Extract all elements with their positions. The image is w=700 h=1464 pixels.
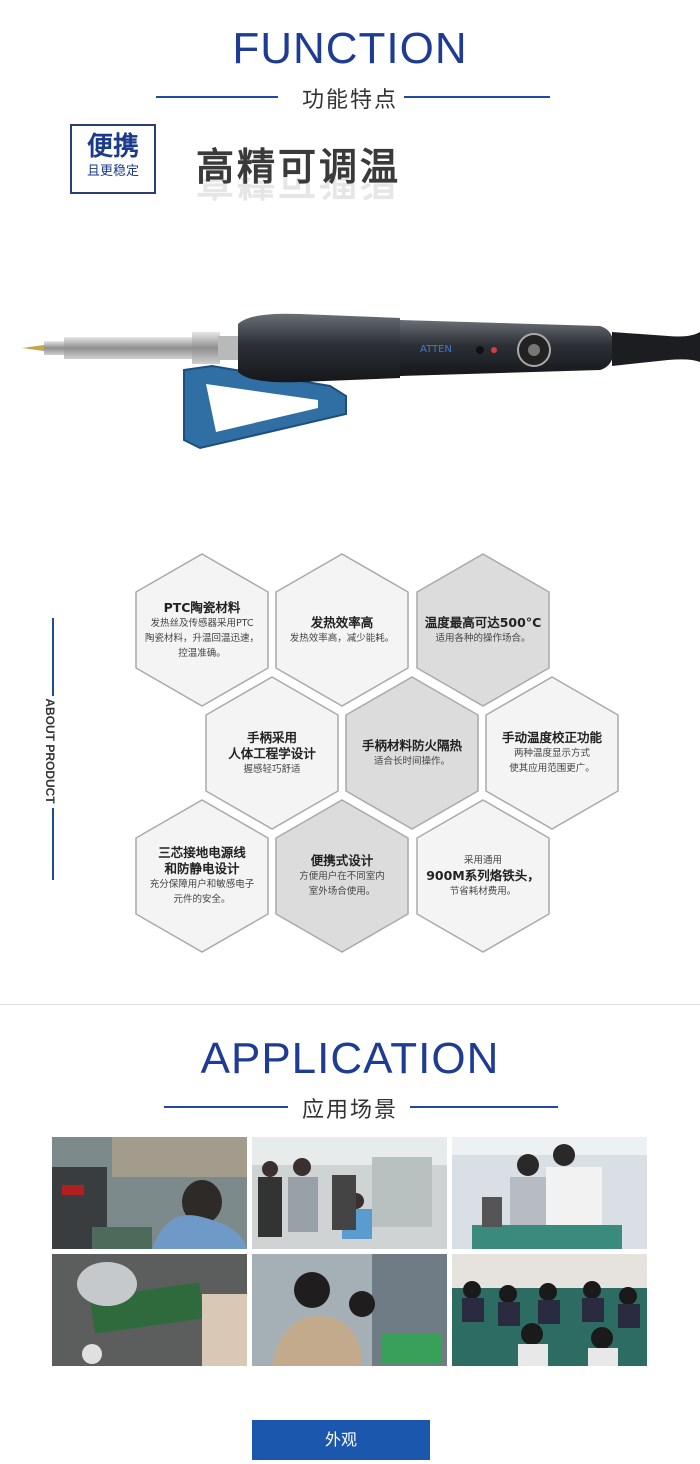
feature-description: 适用各种的操作场合。 [435,632,531,644]
application-subtitle: 应用场景 [301,1098,398,1123]
feature-hexagon: 温度最高可达500°C 适用各种的操作场合。 [415,552,551,708]
hexagon-shape [485,676,619,830]
hexagon-shape [345,676,479,830]
feature-description: 使其应用范围更广。 [509,763,595,774]
feature-title: 900M系列烙铁头， [426,868,540,883]
application-photo [52,1137,247,1249]
feature-description: 两种温度显示方式 [513,748,590,759]
feature-content: 手柄材料防火隔热适合长时间操作。 [346,675,478,831]
hexagon-shape [205,676,339,830]
iron-brand: ATTEN [420,344,452,355]
feature-content: 采用通用 900M系列烙铁头， 节省耗材费用。 [417,798,549,954]
feature-title: 便携式设计 [310,853,374,868]
feature-description: 元件的安全。 [173,894,231,905]
feature-hexagon: 手柄材料防火隔热适合长时间操作。 [344,675,480,831]
feature-description: 方便用户在不同室内 [299,871,385,882]
hexagon-shape [135,553,269,707]
feature-title: 手柄材料防火隔热 [361,737,462,753]
feature-hexagon: 三芯接地电源线 和防静电设计充分保障用户和敏感电子元件的安全。 [134,798,270,954]
feature-title: 发热效率高 [310,614,374,630]
appearance-button[interactable]: 外观 [252,1420,430,1460]
feature-description: 陶瓷材料，升温回温迅速， [144,632,259,644]
badge-sub: 且更稳定 [86,164,139,179]
function-title: FUNCTION [232,24,468,73]
feature-description: 握感轻巧舒适 [243,763,301,775]
feature-content: 手动温度校正功能两种温度显示方式使其应用范围更广。 [486,675,618,831]
feature-hexagon: 发热效率高发热效率高，减少能耗。 [274,552,410,708]
application-photo [452,1254,647,1366]
feature-hexagon: 手动温度校正功能两种温度显示方式使其应用范围更广。 [484,675,620,831]
feature-content: 温度最高可达500°C 适用各种的操作场合。 [417,552,549,708]
hexagon-shape [275,799,409,953]
headline: 高精可调温 [196,145,402,189]
feature-content: 三芯接地电源线 和防静电设计充分保障用户和敏感电子元件的安全。 [136,798,268,954]
application-photo [252,1137,447,1249]
feature-title: PTC陶瓷材料 [163,599,241,615]
feature-title: 三芯接地电源线 和防静电设计 [158,845,246,876]
divider-line [156,96,278,98]
application-subtitle-row: 应用场景 [0,1092,700,1123]
divider-line [410,1106,558,1108]
hexagon-shape [416,553,550,707]
feature-title: 手动温度校正功能 [501,730,602,745]
portable-badge: 便携 且更稳定 [70,124,156,194]
section-divider [0,1004,700,1005]
about-line-top [52,618,54,696]
feature-title: 温度最高可达500°C [424,614,542,630]
badge-main: 便携 [86,132,139,162]
hexagon-shape [135,799,269,953]
divider-line [404,96,550,98]
feature-content: PTC陶瓷材料发热丝及传感器采用PTC 陶瓷材料，升温回温迅速， 控温准确。 [136,552,268,708]
feature-title: 手柄采用 人体工程学设计 [228,729,316,761]
feature-description: 充分保障用户和敏感电子 [149,879,255,890]
feature-description: 发热丝及传感器采用PTC [150,617,254,629]
feature-content: 便携式设计方便用户在不同室内室外场合使用。 [276,798,408,954]
application-title: APPLICATION [200,1034,500,1083]
soldering-iron-image: ATTEN [22,313,700,450]
feature-description: 适合长时间操作。 [373,755,450,767]
feature-content: 发热效率高发热效率高，减少能耗。 [276,552,408,708]
feature-description: 室外场合使用。 [308,886,376,897]
feature-hexagon: 采用通用 900M系列烙铁头， 节省耗材费用。 [415,798,551,954]
function-subtitle-row: 功能特点 [0,82,700,113]
feature-description: 节省耗材费用。 [449,886,517,897]
feature-hexagon: 便携式设计方便用户在不同室内室外场合使用。 [274,798,410,954]
about-line-bottom [52,808,54,880]
headline-reflection: 高精可调温 [196,178,402,203]
application-photo [52,1254,247,1366]
hexagon-shape [416,799,550,953]
application-photo [452,1137,647,1249]
application-photo [252,1254,447,1366]
feature-hexagon: 手柄采用 人体工程学设计握感轻巧舒适 [204,675,340,831]
feature-pre-text: 采用通用 [463,855,502,866]
about-product-label: ABOUT PRODUCT [43,698,57,804]
feature-description: 控温准确。 [178,647,226,659]
feature-content: 手柄采用 人体工程学设计握感轻巧舒适 [206,675,338,831]
function-subtitle: 功能特点 [301,88,398,113]
feature-description: 发热效率高，减少能耗。 [289,632,395,644]
hexagon-shape [275,553,409,707]
feature-hexagon: PTC陶瓷材料发热丝及传感器采用PTC 陶瓷材料，升温回温迅速， 控温准确。 [134,552,270,708]
divider-line [164,1106,288,1108]
